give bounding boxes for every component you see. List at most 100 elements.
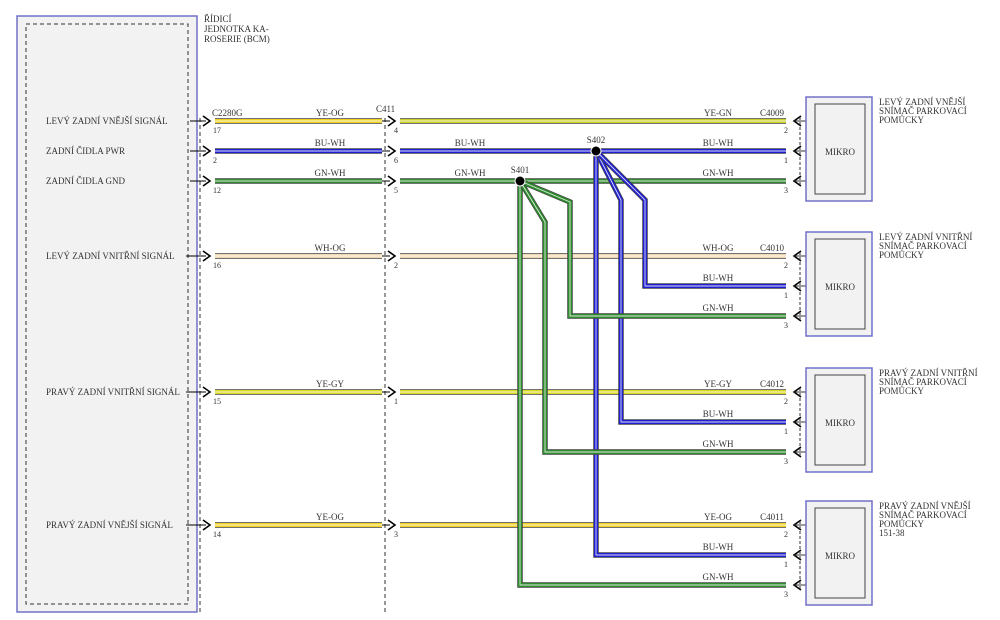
sensor-module-label: MIKRO bbox=[825, 551, 856, 561]
wire-pwr-branch-s2 bbox=[594, 149, 786, 289]
bcm-title-line: ŘÍDICÍ bbox=[204, 14, 232, 24]
c411-pin-number: 2 bbox=[394, 261, 398, 270]
arrow-in-icon bbox=[202, 519, 212, 531]
sensor-name-line: SNÍMAČ PARKOVACÍ bbox=[879, 106, 967, 116]
sensor-pwr-wire-label: BU-WH bbox=[703, 542, 734, 552]
bcm-signal-label: ZADNÍ ČIDLA GND bbox=[46, 176, 125, 186]
wires-layer bbox=[186, 115, 802, 591]
c411-pin-number: 1 bbox=[394, 397, 398, 406]
sensor-module-label: MIKRO bbox=[825, 418, 856, 428]
arrow-in-icon bbox=[387, 250, 397, 262]
c411-pin-number: 6 bbox=[394, 156, 398, 165]
bcm-signal-label: PRAVÝ ZADNÍ VNITŘNÍ SIGNÁL bbox=[46, 387, 180, 397]
sensor-signal-wire-label: YE-OG bbox=[704, 512, 732, 522]
bcm-outer-box bbox=[16, 15, 198, 613]
sensor-name-line: LEVÝ ZADNÍ VNĚJŠÍ bbox=[879, 97, 965, 107]
sensor-name-line: PRAVÝ ZADNÍ VNITŘNÍ bbox=[879, 368, 978, 378]
arrow-in-icon bbox=[387, 519, 397, 531]
wire-pwr-branch-s4-outline bbox=[593, 151, 786, 558]
arrow-in-icon bbox=[387, 386, 397, 398]
sensor-gnd-wire-label: GN-WH bbox=[703, 303, 734, 313]
sensor-pwr-wire-label: BU-WH bbox=[703, 138, 734, 148]
sensor-module-box bbox=[814, 374, 866, 466]
sensor-gnd-wire-label: GN-WH bbox=[703, 439, 734, 449]
bcm-signal-label: ZADNÍ ČIDLA PWR bbox=[46, 146, 125, 156]
wire-color-label: WH-OG bbox=[315, 243, 346, 253]
sensor-pin-number: 1 bbox=[784, 156, 788, 165]
wire-pwr-branch-s3-stripe bbox=[595, 150, 786, 423]
svg-text:JEDNOTKA KA-: JEDNOTKA KA- bbox=[204, 24, 269, 34]
c411-pin-number: 5 bbox=[394, 186, 398, 195]
c2280g-pin-number: 17 bbox=[213, 126, 221, 135]
wire-color-label: YE-OG bbox=[316, 512, 344, 522]
sensor-name-line: SNÍMAČ PARKOVACÍ bbox=[879, 510, 967, 520]
sensor-connector-label: C4012 bbox=[760, 379, 784, 389]
arrow-in-icon bbox=[202, 145, 212, 157]
sensor-name-line: POMŮCKY bbox=[879, 250, 925, 260]
c411-pin-number: 4 bbox=[394, 126, 398, 135]
sensor-pin-number: 2 bbox=[784, 530, 788, 539]
wire-pwr-branch-s3 bbox=[593, 149, 786, 425]
bcm-signal-label: LEVÝ ZADNÍ VNĚJŠÍ SIGNÁL bbox=[46, 116, 168, 126]
sensor-name-line: PRAVÝ ZADNÍ VNĚJŠÍ bbox=[879, 501, 971, 511]
svg-text:ŘÍDICÍ: ŘÍDICÍ bbox=[204, 14, 232, 24]
sensor-name-line: 151-38 bbox=[879, 528, 905, 538]
splice-s401-dot bbox=[514, 175, 526, 187]
arrow-in-icon bbox=[387, 115, 397, 127]
wire-gnd-branch-s3-stripe bbox=[519, 180, 786, 453]
wire-gnd-branch-s2-fill bbox=[519, 179, 786, 318]
sensor-pwr-wire-label: BU-WH bbox=[703, 409, 734, 419]
sensor-signal-wire-label: WH-OG bbox=[703, 243, 734, 253]
sensor-pwr-wire-label: BU-WH bbox=[703, 273, 734, 283]
c2280g-pin-number: 16 bbox=[213, 261, 221, 270]
arrow-in-icon bbox=[202, 386, 212, 398]
c2280g-pin-number: 12 bbox=[213, 186, 221, 195]
c2280g-pin-number: 15 bbox=[213, 397, 221, 406]
wire-color-label: GN-WH bbox=[455, 168, 486, 178]
sensor-name-line: LEVÝ ZADNÍ VNITŘNÍ bbox=[879, 232, 972, 242]
sensor-module-box bbox=[814, 238, 866, 330]
wire-pwr-branch-s4 bbox=[593, 151, 786, 558]
sensor-pin-number: 2 bbox=[784, 126, 788, 135]
c2280g-label: C2280G bbox=[212, 108, 243, 118]
sensor-gnd-wire-label: GN-WH bbox=[703, 168, 734, 178]
wire-pwr-branch-s2-fill bbox=[594, 149, 786, 288]
wire-gnd-branch-s2 bbox=[518, 178, 786, 319]
wire-gnd-branch-s4-stripe bbox=[519, 181, 786, 586]
wire-color-label: GN-WH bbox=[315, 168, 346, 178]
sensor-name-line: SNÍMAČ PARKOVACÍ bbox=[879, 377, 967, 387]
bcm-module: ŘÍDICÍ JEDNOTKA KA- ROSERIE (BCM) C2280G bbox=[16, 14, 270, 613]
wire-gnd-branch-s2-outline bbox=[518, 178, 786, 319]
sensor-pin-number: 1 bbox=[784, 291, 788, 300]
c2280g-pin-number: 14 bbox=[213, 530, 221, 539]
wire-pwr-branch-s4-fill bbox=[594, 151, 786, 557]
sensor-signal-wire-label: YE-GN bbox=[704, 108, 732, 118]
bcm-title-line: ROSERIE (BCM) bbox=[204, 34, 270, 44]
sensor-gnd-wire-label: GN-WH bbox=[703, 572, 734, 582]
sensor-pin-number: 3 bbox=[784, 321, 788, 330]
sensor-pin-number: 2 bbox=[784, 397, 788, 406]
wire-gnd-branch-s4 bbox=[517, 181, 786, 588]
svg-text:ROSERIE (BCM): ROSERIE (BCM) bbox=[204, 34, 270, 44]
wire-color-label: BU-WH bbox=[455, 138, 486, 148]
splice-s401-label: S401 bbox=[511, 165, 530, 175]
sensor-module-label: MIKRO bbox=[825, 147, 856, 157]
wire-color-label: BU-WH bbox=[315, 138, 346, 148]
sensor-name-line: POMŮCKY bbox=[879, 115, 925, 125]
arrow-in-icon bbox=[202, 250, 212, 262]
sensor-pin-number: 3 bbox=[784, 186, 788, 195]
arrow-in-icon bbox=[387, 145, 397, 157]
sensor-connector-label: C4009 bbox=[760, 108, 785, 118]
bcm-title-line: JEDNOTKA KA- bbox=[204, 24, 269, 34]
arrow-in-icon bbox=[202, 115, 212, 127]
c411-pin-number: 3 bbox=[394, 530, 398, 539]
sensor-name-line: SNÍMAČ PARKOVACÍ bbox=[879, 241, 967, 251]
c2280g-pin-number: 2 bbox=[213, 156, 217, 165]
wire-gnd-branch-s2-stripe bbox=[519, 180, 786, 317]
sensor-connector-label: C4010 bbox=[760, 243, 785, 253]
sensor-pin-number: 1 bbox=[784, 560, 788, 569]
